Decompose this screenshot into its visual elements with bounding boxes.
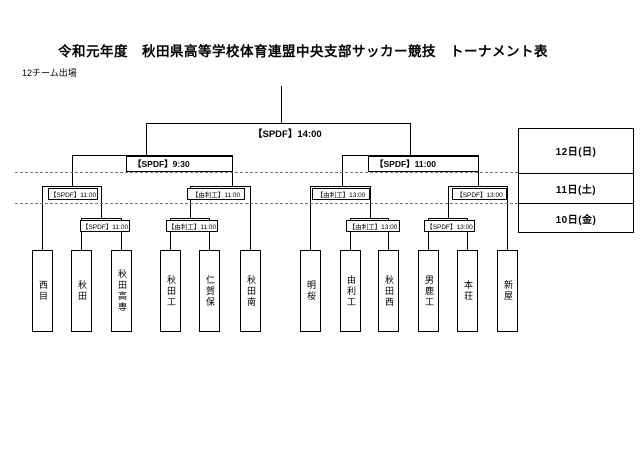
team-box-meio: 明桜 bbox=[300, 250, 321, 332]
r1c-line bbox=[350, 218, 389, 219]
qf1-label: 【SPDF】11:00 bbox=[48, 188, 98, 200]
team-label: 秋田南 bbox=[246, 274, 256, 308]
final-left-drop-line bbox=[146, 123, 147, 156]
qf4-label: 【SPDF】13:00 bbox=[452, 188, 507, 200]
qf4-line bbox=[448, 186, 508, 187]
qf3-label: 【由利工】13:00 bbox=[312, 188, 370, 200]
date-row-friday: 10日(金) bbox=[519, 203, 633, 232]
team-label: 秋田西 bbox=[384, 274, 394, 308]
team-label: 明桜 bbox=[306, 280, 316, 302]
r1d-line bbox=[428, 218, 468, 219]
r1c-drop-left bbox=[350, 218, 351, 250]
team-label: 男鹿工 bbox=[424, 274, 434, 308]
page-title: 令和元年度 秋田県高等学校体育連盟中央支部サッカー競技 トーナメント表 bbox=[58, 44, 548, 59]
sf-left-drop-a bbox=[72, 155, 73, 187]
team-count-note: 12チーム出場 bbox=[22, 68, 77, 78]
team-box-yuri-tech: 由利工 bbox=[340, 250, 361, 332]
team-box-akita-nishi: 秋田西 bbox=[378, 250, 399, 332]
champion-line bbox=[281, 86, 282, 124]
r1b-line bbox=[170, 218, 210, 219]
team-label: 本荘 bbox=[463, 280, 473, 302]
team-box-nishime: 西目 bbox=[32, 250, 53, 332]
team-box-akita-tech: 秋田工 bbox=[160, 250, 181, 332]
day-separator-line-1 bbox=[15, 172, 518, 173]
team-box-oga-tech: 男鹿工 bbox=[418, 250, 439, 332]
team-box-akita: 秋田 bbox=[71, 250, 92, 332]
team-box-arayai: 新屋 bbox=[497, 250, 518, 332]
team-label: 秋田工 bbox=[166, 274, 176, 308]
team-label: 秋田高専 bbox=[117, 269, 127, 313]
final-match-line bbox=[146, 123, 411, 124]
r1d-drop-right bbox=[467, 218, 468, 250]
qf1-bye-drop bbox=[42, 186, 43, 250]
team-box-nikaho: 仁賀保 bbox=[199, 250, 220, 332]
semifinal-right-label: 【SPDF】11:00 bbox=[368, 156, 479, 172]
qf2-line bbox=[190, 186, 251, 187]
qf4-inner-drop bbox=[448, 186, 449, 218]
final-right-drop-line bbox=[410, 123, 411, 156]
r1a-drop-right bbox=[121, 218, 122, 250]
team-label: 仁賀保 bbox=[205, 274, 215, 308]
qf1-line bbox=[42, 186, 102, 187]
date-row-saturday: 11日(土) bbox=[519, 172, 633, 204]
qf3-line bbox=[310, 186, 371, 187]
qf4-bye-drop bbox=[507, 186, 508, 250]
qf2-bye-drop bbox=[250, 186, 251, 250]
team-label: 新屋 bbox=[503, 280, 513, 302]
semifinal-right-line bbox=[342, 155, 479, 156]
date-table: 12日(日) 11日(土) 10日(金) bbox=[518, 128, 634, 233]
qf2-inner-drop bbox=[190, 186, 191, 218]
r1b-drop-right bbox=[209, 218, 210, 250]
qf2-label: 【由利工】11:00 bbox=[187, 188, 245, 200]
r1d-label: 【SPDF】13:00 bbox=[424, 220, 475, 232]
semifinal-left-label: 【SPDF】9:30 bbox=[126, 156, 233, 172]
team-label: 秋田 bbox=[77, 280, 87, 302]
r1c-drop-right bbox=[388, 218, 389, 250]
team-box-honjo: 本荘 bbox=[457, 250, 478, 332]
qf3-inner-drop bbox=[370, 186, 371, 218]
team-label: 西目 bbox=[38, 280, 48, 302]
team-label: 由利工 bbox=[346, 274, 356, 308]
date-row-sunday: 12日(日) bbox=[555, 147, 597, 159]
semifinal-left-line bbox=[72, 155, 233, 156]
r1b-drop-left bbox=[170, 218, 171, 250]
qf1-inner-drop bbox=[101, 186, 102, 218]
sf-right-drop-a bbox=[342, 155, 343, 187]
final-match-label: 【SPDF】14:00 bbox=[253, 129, 322, 140]
r1a-drop-left bbox=[81, 218, 82, 250]
r1c-label: 【由利工】13:00 bbox=[346, 220, 400, 232]
day-separator-line-2 bbox=[15, 203, 518, 204]
qf3-bye-drop bbox=[310, 186, 311, 250]
r1d-drop-left bbox=[428, 218, 429, 250]
r1a-label: 【SPDF】11:00 bbox=[80, 220, 130, 232]
r1a-line bbox=[81, 218, 122, 219]
team-box-akita-kosen: 秋田高専 bbox=[111, 250, 132, 332]
team-box-akita-minami: 秋田南 bbox=[240, 250, 261, 332]
r1b-label: 【由利工】11:00 bbox=[166, 220, 218, 232]
